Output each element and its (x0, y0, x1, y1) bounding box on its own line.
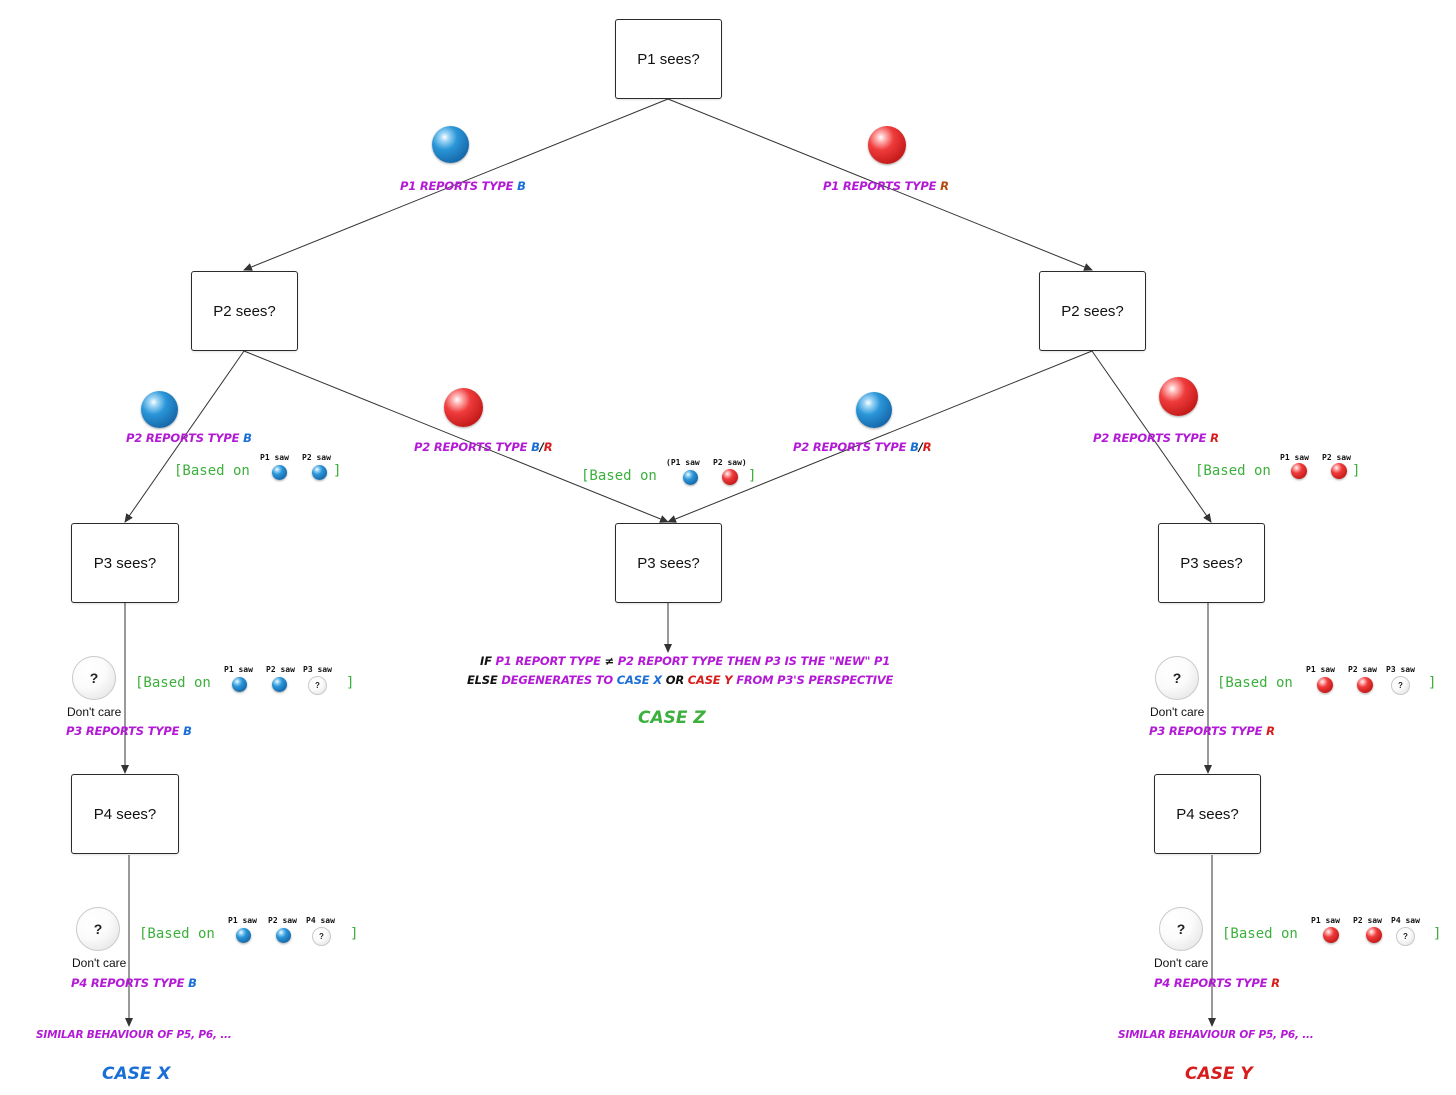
p2-saw-label: P2 saw (266, 665, 295, 674)
label-p3-reports-r: P3 REPORTS TYPE R (1149, 724, 1275, 738)
dont-care-text: Don't care (1150, 705, 1205, 719)
p1-saw-label: P1 saw (260, 453, 289, 462)
label-p2-reports-r: P2 REPORTS TYPE R (1093, 431, 1219, 445)
based-close-bracket: ] (1352, 463, 1361, 479)
similar-behaviour-right: SIMILAR BEHAVIOUR OF P5, P6, ... (1118, 1029, 1314, 1041)
p4-saw-label: P4 saw (306, 916, 335, 925)
based-on-text: [Based on (1195, 463, 1271, 479)
label-p2-reports-br-right: P2 REPORTS TYPE B/R (793, 440, 932, 454)
node-p4-sees-right[interactable]: P4 sees? (1154, 774, 1261, 854)
question-ball-icon: ? (1396, 927, 1415, 946)
blue-ball-icon (312, 465, 327, 480)
edge-p1-p2-right (667, 98, 1093, 271)
case-z-else-line: ELSE DEGENERATES TO CASE X OR CASE Y FRO… (467, 673, 894, 687)
question-ball-icon: ? (1391, 676, 1410, 695)
p1-saw-label: P1 saw (224, 665, 253, 674)
based-on-text: [Based on (139, 926, 215, 942)
blue-ball-icon (236, 928, 251, 943)
based-on-text: [Based on (174, 463, 250, 479)
node-p3-sees-mid[interactable]: P3 sees? (615, 523, 722, 603)
p1-saw-label: P1 saw (1280, 453, 1309, 462)
label-p3-reports-b: P3 REPORTS TYPE B (66, 724, 192, 738)
label-p2-reports-br-left: P2 REPORTS TYPE B/R (414, 440, 553, 454)
question-ball-icon: ? (1159, 907, 1203, 951)
label-p1-reports-r: P1 REPORTS TYPE R (823, 179, 949, 193)
similar-behaviour-left: SIMILAR BEHAVIOUR OF P5, P6, ... (36, 1029, 232, 1041)
p2-saw-label: P2 saw (302, 453, 331, 462)
node-p4-sees-left[interactable]: P4 sees? (71, 774, 179, 854)
blue-ball-icon (856, 392, 892, 428)
edge-p2left-p3-left (124, 350, 245, 523)
blue-ball-icon (432, 126, 469, 163)
red-ball-icon (1291, 463, 1307, 479)
based-close-bracket: ] (1428, 675, 1437, 691)
case-z-label: CASE Z (638, 708, 706, 728)
question-ball-icon: ? (76, 907, 120, 951)
p1-saw-label: P1 saw (228, 916, 257, 925)
case-y-label: CASE Y (1185, 1064, 1253, 1084)
based-close-bracket: ] (333, 463, 342, 479)
edge-p2right-p3-right (1091, 350, 1212, 523)
blue-ball-icon (141, 391, 178, 428)
p2-saw-label: P2 saw (1353, 916, 1382, 925)
question-ball-icon: ? (308, 676, 327, 695)
blue-ball-icon (683, 470, 698, 485)
red-ball-icon (1323, 927, 1339, 943)
question-ball-icon: ? (312, 927, 331, 946)
dont-care-text: Don't care (1154, 956, 1209, 970)
node-p2-sees-left[interactable]: P2 sees? (191, 271, 298, 351)
red-ball-icon (722, 469, 738, 485)
node-p3-sees-right[interactable]: P3 sees? (1158, 523, 1265, 603)
red-ball-icon (1331, 463, 1347, 479)
p4-saw-label: P4 saw (1391, 916, 1420, 925)
case-z-if-line: IF P1 REPORT TYPE ≠ P2 REPORT TYPE THEN … (480, 654, 891, 668)
edge-p2left-p3-mid (243, 350, 669, 523)
dont-care-text: Don't care (67, 705, 122, 719)
red-ball-icon (868, 126, 906, 164)
based-close-bracket: ] (350, 926, 359, 942)
red-ball-icon (1317, 677, 1333, 693)
based-close-bracket: ] (1433, 926, 1442, 942)
p2-saw-label: P2 saw (1322, 453, 1351, 462)
red-ball-icon (1366, 927, 1382, 943)
label-p4-reports-r: P4 REPORTS TYPE R (1154, 976, 1280, 990)
p2-saw-label: P2 saw) (713, 458, 747, 467)
based-on-text: [Based on (1217, 675, 1293, 691)
p3-saw-label: P3 saw (303, 665, 332, 674)
p2-saw-label: P2 saw (268, 916, 297, 925)
based-close-bracket: ] (346, 675, 355, 691)
based-close-bracket: ] (748, 468, 757, 484)
red-ball-icon (1159, 377, 1198, 416)
red-ball-icon (444, 388, 483, 427)
edge-p2right-p3-mid (667, 350, 1093, 523)
edge-p1-p2-left (243, 98, 669, 271)
node-p2-sees-right[interactable]: P2 sees? (1039, 271, 1146, 351)
question-ball-icon: ? (1155, 656, 1199, 700)
label-p1-reports-b: P1 REPORTS TYPE B (400, 179, 526, 193)
dont-care-text: Don't care (72, 956, 127, 970)
p3-saw-label: P3 saw (1386, 665, 1415, 674)
blue-ball-icon (232, 677, 247, 692)
red-ball-icon (1357, 677, 1373, 693)
blue-ball-icon (272, 677, 287, 692)
label-p2-reports-b: P2 REPORTS TYPE B (126, 431, 252, 445)
p2-saw-label: P2 saw (1348, 665, 1377, 674)
blue-ball-icon (272, 465, 287, 480)
case-x-label: CASE X (102, 1064, 171, 1084)
blue-ball-icon (276, 928, 291, 943)
node-p1-sees[interactable]: P1 sees? (615, 19, 722, 99)
p1-saw-label: P1 saw (1311, 916, 1340, 925)
based-on-text: [Based on (1222, 926, 1298, 942)
based-on-text: [Based on (581, 468, 657, 484)
based-on-text: [Based on (135, 675, 211, 691)
node-p3-sees-left[interactable]: P3 sees? (71, 523, 179, 603)
p1-saw-label: P1 saw (1306, 665, 1335, 674)
question-ball-icon: ? (72, 656, 116, 700)
label-p4-reports-b: P4 REPORTS TYPE B (71, 976, 197, 990)
p1-saw-label: (P1 saw (666, 458, 700, 467)
